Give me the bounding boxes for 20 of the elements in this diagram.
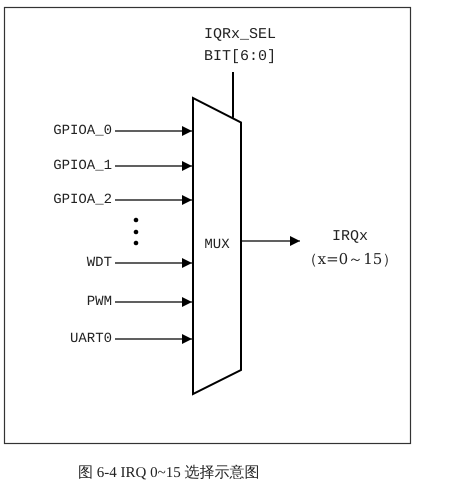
multiplexer-trapezoid: MUX bbox=[192, 97, 242, 395]
connector-line bbox=[232, 72, 234, 118]
arrow bbox=[115, 126, 192, 136]
arrow bbox=[115, 297, 192, 307]
signal-label: GPIOA_1 bbox=[30, 156, 112, 176]
figure-caption: 图 6-4 IRQ 0~15 选择示意图 bbox=[78, 464, 260, 482]
arrow bbox=[242, 236, 300, 246]
arrow bbox=[115, 161, 192, 171]
signal-label: PWM bbox=[30, 292, 112, 312]
signal-label: BIT[6:0] bbox=[204, 47, 276, 67]
output-label: IRQx bbox=[332, 227, 368, 247]
signal-label: IQRx_SEL bbox=[204, 25, 276, 45]
arrow bbox=[115, 258, 192, 268]
arrow bbox=[115, 334, 192, 344]
signal-label: GPIOA_2 bbox=[30, 190, 112, 210]
arrow bbox=[115, 195, 192, 205]
signal-label: WDT bbox=[30, 253, 112, 273]
signal-label: UART0 bbox=[30, 329, 112, 349]
output-label: （x=0～15） bbox=[302, 249, 398, 270]
signal-label: GPIOA_0 bbox=[30, 121, 112, 141]
